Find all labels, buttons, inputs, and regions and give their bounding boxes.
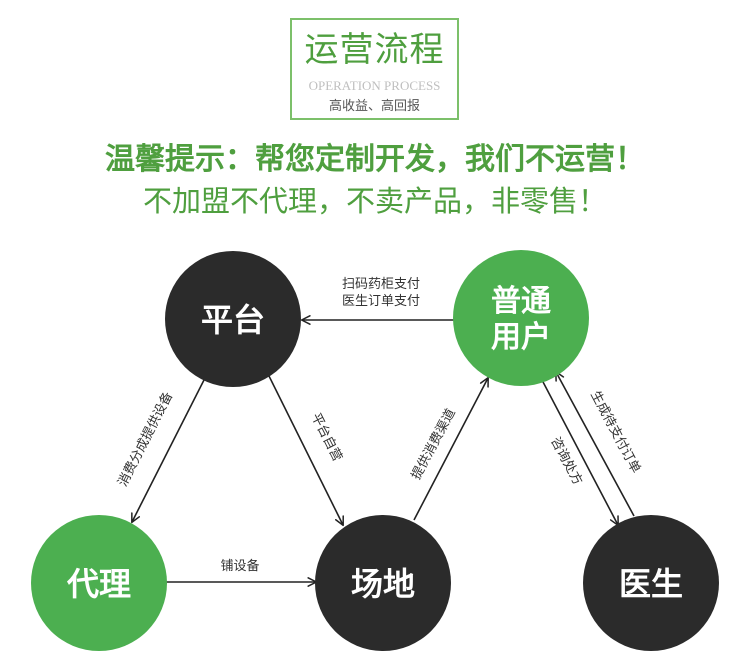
edge-user-to-doctor bbox=[541, 379, 619, 527]
node-user: 普通 用户 bbox=[453, 250, 589, 386]
edge-label-platform-agent: 消费分成提供设备 bbox=[115, 389, 176, 489]
node-doctor-label: 医生 bbox=[619, 565, 683, 603]
page-title: 运营流程 bbox=[304, 30, 445, 70]
node-platform: 平台 bbox=[165, 251, 301, 387]
tip-line-2: 不加盟不代理，不卖产品，非零售！ bbox=[142, 184, 607, 218]
edge-label-user-platform-line-1: 扫码药柜支付 bbox=[342, 277, 420, 292]
node-venue-label: 场地 bbox=[351, 565, 415, 603]
edge-label-venue-user: 提供消费渠道 bbox=[408, 406, 459, 482]
node-platform-label: 平台 bbox=[201, 301, 265, 339]
node-agent-label: 代理 bbox=[66, 565, 131, 603]
page-subtitle: OPERATION PROCESS bbox=[308, 78, 441, 93]
diagram-edges bbox=[131, 315, 635, 587]
edge-venue-to-user bbox=[413, 376, 489, 521]
node-user-label-line-1: 普通 bbox=[491, 284, 551, 319]
title-frame: 运营流程 OPERATION PROCESS 高收益、高回报 bbox=[290, 18, 459, 120]
edge-label-user-platform-line-2: 医生订单支付 bbox=[342, 294, 420, 309]
node-agent: 代理 bbox=[31, 515, 167, 651]
diagram-nodes: 平台 普通 用户 代理 场地 医生 bbox=[31, 250, 719, 651]
edge-label-user-doctor: 咨询处方 bbox=[547, 434, 586, 487]
edge-label-platform-venue: 平台自营 bbox=[308, 411, 345, 464]
edge-label-agent-venue: 铺设备 bbox=[220, 558, 259, 574]
edge-platform-to-venue bbox=[267, 373, 344, 527]
edge-platform-to-agent bbox=[131, 379, 205, 524]
node-doctor: 医生 bbox=[583, 515, 719, 651]
node-user-label-line-2: 用户 bbox=[491, 320, 551, 355]
page-tagline: 高收益、高回报 bbox=[328, 99, 420, 114]
edge-label-doctor-user: 生成待支付订单 bbox=[587, 389, 643, 476]
node-venue: 场地 bbox=[315, 515, 451, 651]
tip-line-1: 温馨提示：帮您定制开发，我们不运营！ bbox=[105, 142, 645, 177]
edge-doctor-to-user bbox=[555, 370, 635, 517]
